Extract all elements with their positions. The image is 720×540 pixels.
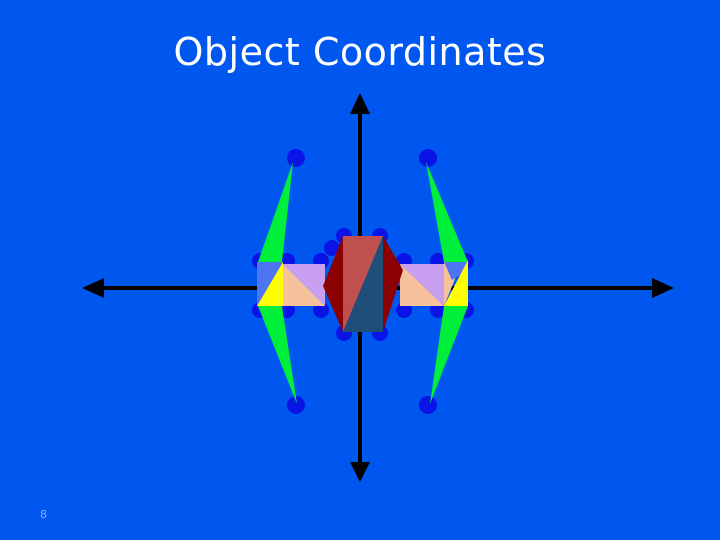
- left-strut: [283, 264, 325, 306]
- vertex-dot: [287, 396, 305, 414]
- left-wing: [257, 162, 297, 404]
- central-hull: [323, 236, 403, 332]
- left-wing-upper-green-face: [258, 162, 293, 262]
- right-wing-yellow-face: [444, 260, 468, 306]
- y-axis-top-arrowhead: [350, 93, 370, 114]
- slide-title: Object Coordinates: [173, 30, 547, 74]
- hull-right-dark-face: [383, 236, 403, 332]
- y-axis-bottom-arrowhead: [350, 462, 370, 482]
- left-strut-peach-face: [283, 264, 325, 306]
- right-wing-upper-green-face: [426, 162, 468, 262]
- right-strut-peach-face: [400, 264, 444, 306]
- right-wing-lower-green-face: [430, 306, 468, 404]
- left-wing-yellow-face: [257, 262, 283, 306]
- vertex-dot: [419, 396, 437, 414]
- right-wing: [426, 162, 468, 404]
- hull-left-dark-face: [323, 236, 343, 332]
- vertex-dot: [287, 149, 305, 167]
- right-wing-blue-face: [444, 262, 468, 280]
- x-axis-left-arrowhead: [82, 278, 104, 298]
- vertex-dot: [419, 149, 437, 167]
- right-strut: [400, 264, 444, 306]
- page-number: 8: [40, 508, 47, 521]
- x-axis-right-arrowhead: [652, 278, 674, 298]
- vertex-dot: [324, 240, 340, 256]
- left-wing-lower-green-face: [258, 306, 297, 404]
- hull-navy-face: [343, 236, 383, 332]
